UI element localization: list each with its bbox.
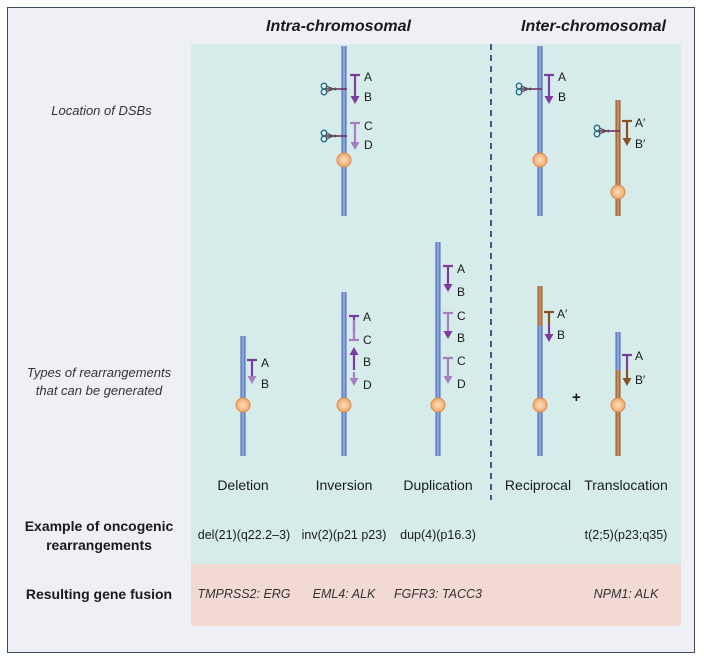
marker-b: B <box>457 331 465 345</box>
marker-b: B <box>457 285 465 299</box>
marker-a: A <box>364 70 372 84</box>
inter-dsb-blue-chromosome <box>532 46 548 216</box>
translocation-chromosome <box>610 332 632 456</box>
marker-b: B <box>364 90 372 104</box>
marker-b: B <box>557 328 565 342</box>
inter-dsb-brown-chromosome <box>610 100 626 216</box>
intra-dsb-marker-ab <box>350 73 360 104</box>
marker-a: A <box>457 262 465 276</box>
marker-b-prime: B′ <box>635 373 646 387</box>
intra-dsb-marker-cd <box>350 121 360 150</box>
example-inversion: inv(2)(p21 p23) <box>301 528 387 542</box>
marker-a: A <box>261 356 269 370</box>
marker-b-prime: B′ <box>635 137 646 151</box>
inter-dsb-marker-ab-prime <box>622 119 632 146</box>
marker-d: D <box>457 377 466 391</box>
fusion-band <box>191 564 681 626</box>
header-inter-chromosomal: Inter-chromosomal <box>521 18 666 35</box>
marker-b: B <box>261 377 269 391</box>
marker-d: D <box>364 138 373 152</box>
example-duplication: dup(4)(p16.3) <box>400 528 476 542</box>
plus-sign: + <box>572 389 581 406</box>
row-label-location: Location of DSBs <box>51 103 152 118</box>
marker-b: B <box>363 355 371 369</box>
example-translocation: t(2;5)(p23;q35) <box>584 528 668 542</box>
scissors-icon <box>320 129 347 143</box>
row-label-example-line2: rearrangements <box>46 537 152 553</box>
duplication-chromosome <box>430 242 453 456</box>
fusion-inversion: EML4: ALK <box>312 587 376 601</box>
marker-c: C <box>364 119 373 133</box>
marker-a: A <box>635 349 643 363</box>
fusion-duplication: FGFR3: TACC3 <box>394 587 482 601</box>
col-label-translocation: Translocation <box>584 477 668 493</box>
marker-c: C <box>457 354 466 368</box>
marker-a-prime: A′ <box>557 307 568 321</box>
col-label-inversion: Inversion <box>315 477 373 493</box>
col-label-deletion: Deletion <box>217 477 269 493</box>
marker-a: A <box>558 70 566 84</box>
marker-d: D <box>363 378 372 392</box>
intra-dsb-chromosome <box>336 46 352 216</box>
example-deletion: del(21)(q22.2–3) <box>197 528 291 542</box>
row-label-fusion: Resulting gene fusion <box>25 586 173 602</box>
scissors-icon <box>320 82 347 96</box>
col-label-duplication: Duplication <box>403 477 473 493</box>
marker-a-prime: A′ <box>635 116 646 130</box>
header-intra-chromosomal: Intra-chromosomal <box>266 18 411 35</box>
scissors-icon <box>593 124 620 138</box>
fusion-deletion: TMPRSS2: ERG <box>197 587 291 601</box>
row-label-example-line1: Example of oncogenic <box>24 518 174 534</box>
marker-a: A <box>363 310 371 324</box>
row-label-example: Example of oncogenic rearrangements <box>14 517 184 555</box>
col-label-reciprocal: Reciprocal <box>504 477 572 493</box>
marker-c: C <box>457 309 466 323</box>
row-label-types-line1: Types of rearrangements <box>26 365 172 380</box>
inversion-chromosome <box>336 292 359 456</box>
deletion-chromosome <box>235 336 257 456</box>
marker-b: B <box>558 90 566 104</box>
row-label-types-line2: that can be generated <box>35 383 163 398</box>
row-label-types: Types of rearrangements that can be gene… <box>10 364 188 400</box>
marker-c: C <box>363 333 372 347</box>
reciprocal-chromosome <box>532 286 554 456</box>
fusion-translocation: NPM1: ALK <box>593 587 659 601</box>
scissors-icon <box>515 82 542 96</box>
inter-dsb-marker-ab <box>544 73 554 104</box>
